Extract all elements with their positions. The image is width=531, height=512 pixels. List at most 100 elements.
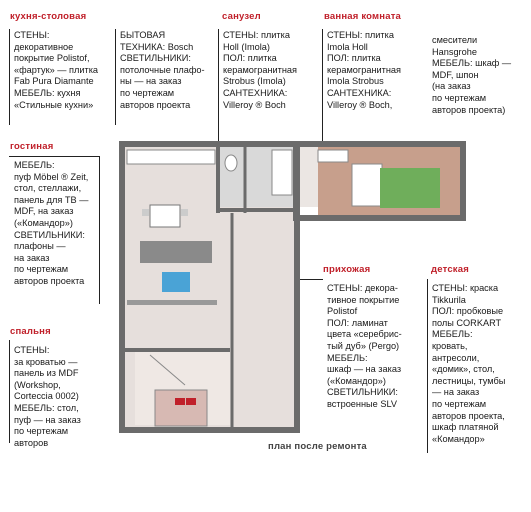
wc-line: керамогранитная — [223, 64, 298, 75]
kids-line: «домик», стол, — [432, 364, 495, 375]
kitchen-line: СТЕНЫ: — [14, 30, 50, 40]
bathroom-line: ПОЛ: плитка — [327, 53, 381, 64]
sofa — [140, 241, 212, 263]
wc-line: Strobus (Imola) — [223, 76, 286, 87]
kids-line: антресоли, — [432, 352, 480, 363]
living-leader-v — [99, 156, 100, 304]
bedroom-notes: СТЕНЫ: за кроватью — панель из MDF (Work… — [14, 345, 81, 449]
bed — [154, 389, 208, 427]
kids-line: — на заказ — [432, 387, 480, 398]
kids-line: полы CORKART — [432, 317, 502, 328]
living-line: авторов проекта — [14, 275, 85, 286]
wc-notes: СТЕНЫ: плитка Holl (Imola) ПОЛ: плитка к… — [223, 30, 297, 111]
living-line: на заказ — [14, 252, 50, 263]
bathroom-extra-line: по чертежам — [432, 92, 487, 103]
kitchen-extra-line: ТЕХНИКА: Bosch — [120, 41, 194, 52]
living-line: панель для ТВ — — [14, 194, 89, 205]
wc-leader — [218, 29, 219, 224]
wc-line: Villeroy ® Boch — [223, 99, 286, 110]
hall-line: ПОЛ: ламинат — [327, 317, 388, 328]
hall-line: СВЕТИЛЬНИКИ: — [327, 387, 398, 398]
bathtub — [271, 149, 293, 196]
pillow — [175, 398, 185, 405]
kids-wall — [293, 141, 466, 221]
hall-line: СТЕНЫ: декора- — [327, 283, 398, 293]
kids-notes: СТЕНЫ: краска Tikkurila ПОЛ: пробковые п… — [432, 283, 505, 445]
kitchen-counter — [126, 149, 216, 165]
wc-bowl — [224, 154, 238, 172]
floor-corridor — [295, 147, 318, 207]
bedroom-line: по чертежам — [14, 426, 69, 437]
living-line: СВЕТИЛЬНИКИ: — [14, 229, 85, 240]
wc-line: ПОЛ: плитка — [223, 53, 277, 64]
kitchen-extra-leader — [115, 29, 116, 125]
hall-line: («Командор») — [327, 375, 386, 386]
living-title: гостиная — [10, 141, 54, 152]
living-line: стол, стеллажи, — [14, 183, 82, 194]
bedroom-line: (Workshop, — [14, 379, 61, 390]
bathroom-extra-line: смесители — [432, 35, 478, 45]
bedroom-line: за кроватью — — [14, 356, 78, 367]
bedroom-leader — [9, 340, 10, 443]
living-line: («Командор») — [14, 217, 73, 228]
kitchen-leader — [9, 29, 10, 125]
bathroom-line: САНТЕХНИКА: — [327, 87, 392, 98]
bathroom-leader — [322, 29, 323, 154]
kitchen-line: «фартук» — плитка — [14, 64, 99, 75]
bedroom-line: панель из MDF — [14, 368, 79, 379]
kids-line: Tikkurila — [432, 294, 466, 305]
bathroom-line: керамогранитная — [327, 64, 402, 75]
hall-line: Polistof — [327, 306, 358, 317]
living-line: МЕБЕЛЬ: — [14, 160, 55, 170]
bedroom-line: МЕБЕЛЬ: стол, — [14, 402, 79, 413]
kids-line: авторов проекта, — [432, 410, 505, 421]
bathroom-extra-line: авторов проекта) — [432, 104, 506, 115]
bathroom-extra-notes: смесители Hansgrohe МЕБЕЛЬ: шкаф — MDF, … — [432, 35, 511, 116]
hall-line: тый дуб» (Pergo) — [327, 340, 400, 351]
kitchen-line: покрытие Polistof, — [14, 53, 90, 64]
living-line: MDF, на заказ — [14, 206, 74, 217]
wc-line: СТЕНЫ: плитка — [223, 30, 290, 40]
hall-title: прихожая — [323, 264, 371, 275]
living-leader — [9, 156, 99, 157]
kids-line: ПОЛ: пробковые — [432, 306, 504, 317]
kitchen-line: МЕБЕЛЬ: кухня — [14, 87, 81, 98]
kitchen-extra-line: потолочные плафо- — [120, 64, 205, 75]
bathroom-extra-line: (на заказ — [432, 81, 471, 92]
bedroom-line: авторов — [14, 437, 49, 448]
kids-line: лестницы, тумбы — [432, 375, 506, 386]
kids-line: МЕБЕЛЬ: — [432, 329, 473, 340]
kids-line: «Командор» — [432, 433, 485, 444]
living-notes: МЕБЕЛЬ: пуф Möbel ® Zeit, стол, стеллажи… — [14, 160, 88, 288]
bathroom-line: Imola Holl — [327, 41, 368, 52]
bathroom-extra-line: MDF, шпон — [432, 69, 479, 80]
plan-caption: план после ремонта — [268, 441, 367, 452]
hall-line: встроенные SLV — [327, 398, 398, 409]
wc-line: САНТЕХНИКА: — [223, 87, 288, 98]
wc-line: Holl (Imola) — [223, 41, 270, 52]
kitchen-line: декоративное — [14, 41, 74, 52]
hall-line: шкаф — на заказ — [327, 364, 402, 375]
wc-title: санузел — [222, 11, 261, 22]
living-line: плафоны — — [14, 241, 66, 252]
hall-line: цвета «серебрис- — [327, 329, 402, 340]
blue-pouf — [162, 272, 190, 292]
bathroom-title: ванная комната — [324, 11, 402, 22]
kids-bed — [351, 163, 383, 207]
kitchen-extra-line: ны — на заказ — [120, 76, 182, 87]
pillow — [186, 398, 196, 405]
dining-table — [149, 204, 181, 228]
kitchen-extra-line: БЫТОВАЯ — [120, 30, 166, 40]
kids-line: кровать, — [432, 340, 468, 351]
bedroom-line: Corteccia 0002) — [14, 391, 79, 402]
hall-line: тивное покрытие — [327, 294, 400, 305]
kitchen-title: кухня-столовая — [10, 11, 87, 22]
kitchen-line: Fab Pura Diamante — [14, 76, 94, 87]
bedroom-line: пуф — на заказ — [14, 414, 81, 425]
chair — [142, 209, 149, 216]
bathroom-line: СТЕНЫ: плитка — [327, 30, 394, 40]
kitchen-line: «Стильные кухни» — [14, 99, 94, 110]
hall-line: МЕБЕЛЬ: — [327, 352, 368, 363]
green-rug — [380, 168, 440, 208]
